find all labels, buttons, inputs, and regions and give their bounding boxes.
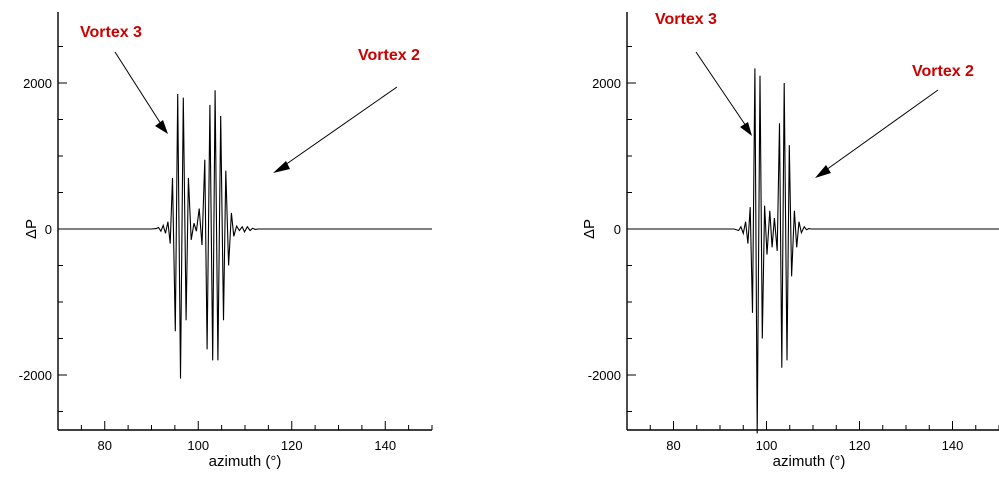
annotation-vortex-3: Vortex 3	[80, 24, 142, 41]
annotation-vortex-2: Vortex 2	[358, 47, 420, 64]
annotation-vortex-2: Vortex 2	[912, 63, 974, 80]
arrowhead-icon	[273, 161, 290, 173]
y-axis-title: ΔP	[23, 219, 40, 239]
tick-group: 80 100 120 140 -2000 0 2000	[19, 46, 433, 453]
arrowhead-icon	[740, 122, 752, 136]
y-tick-label: 0	[614, 222, 621, 237]
y-tick-label: -2000	[588, 368, 621, 383]
annotation-arrow-vortex-3	[114, 51, 162, 125]
x-tick-label: 80	[98, 438, 112, 453]
x-tick-label: 100	[187, 438, 209, 453]
chart-left: 80 100 120 140 -2000 0 2000 azimuth (°) ΔP Vor…	[19, 12, 433, 470]
x-tick-label: 140	[374, 438, 396, 453]
annotation-vortex-3: Vortex 3	[655, 11, 717, 28]
annotation-arrow-vortex-2	[825, 89, 939, 171]
x-tick-label: 80	[666, 438, 680, 453]
arrowhead-icon	[815, 165, 831, 178]
tick-group: 80 100 120 140 -2000 0 2000	[588, 46, 999, 453]
x-axis-title: azimuth (°)	[773, 453, 846, 470]
x-axis-title: azimuth (°)	[209, 453, 282, 470]
y-tick-label: -2000	[19, 368, 52, 383]
plot-frame	[58, 12, 432, 430]
chart-right: 80 100 120 140 -2000 0 2000 azimuth (°) ΔP Vor…	[581, 11, 999, 470]
x-tick-label: 120	[281, 438, 303, 453]
y-axis-title: ΔP	[581, 219, 598, 239]
annotation-arrow-vortex-2	[284, 86, 398, 166]
series-line	[627, 68, 999, 434]
x-tick-label: 100	[756, 438, 778, 453]
arrowhead-icon	[155, 120, 168, 134]
x-tick-label: 120	[849, 438, 871, 453]
x-tick-label: 140	[942, 438, 964, 453]
y-tick-label: 2000	[23, 76, 52, 91]
annotation-arrow-vortex-3	[695, 51, 747, 127]
y-tick-label: 2000	[592, 76, 621, 91]
y-tick-label: 0	[45, 222, 52, 237]
series-line	[58, 90, 432, 379]
